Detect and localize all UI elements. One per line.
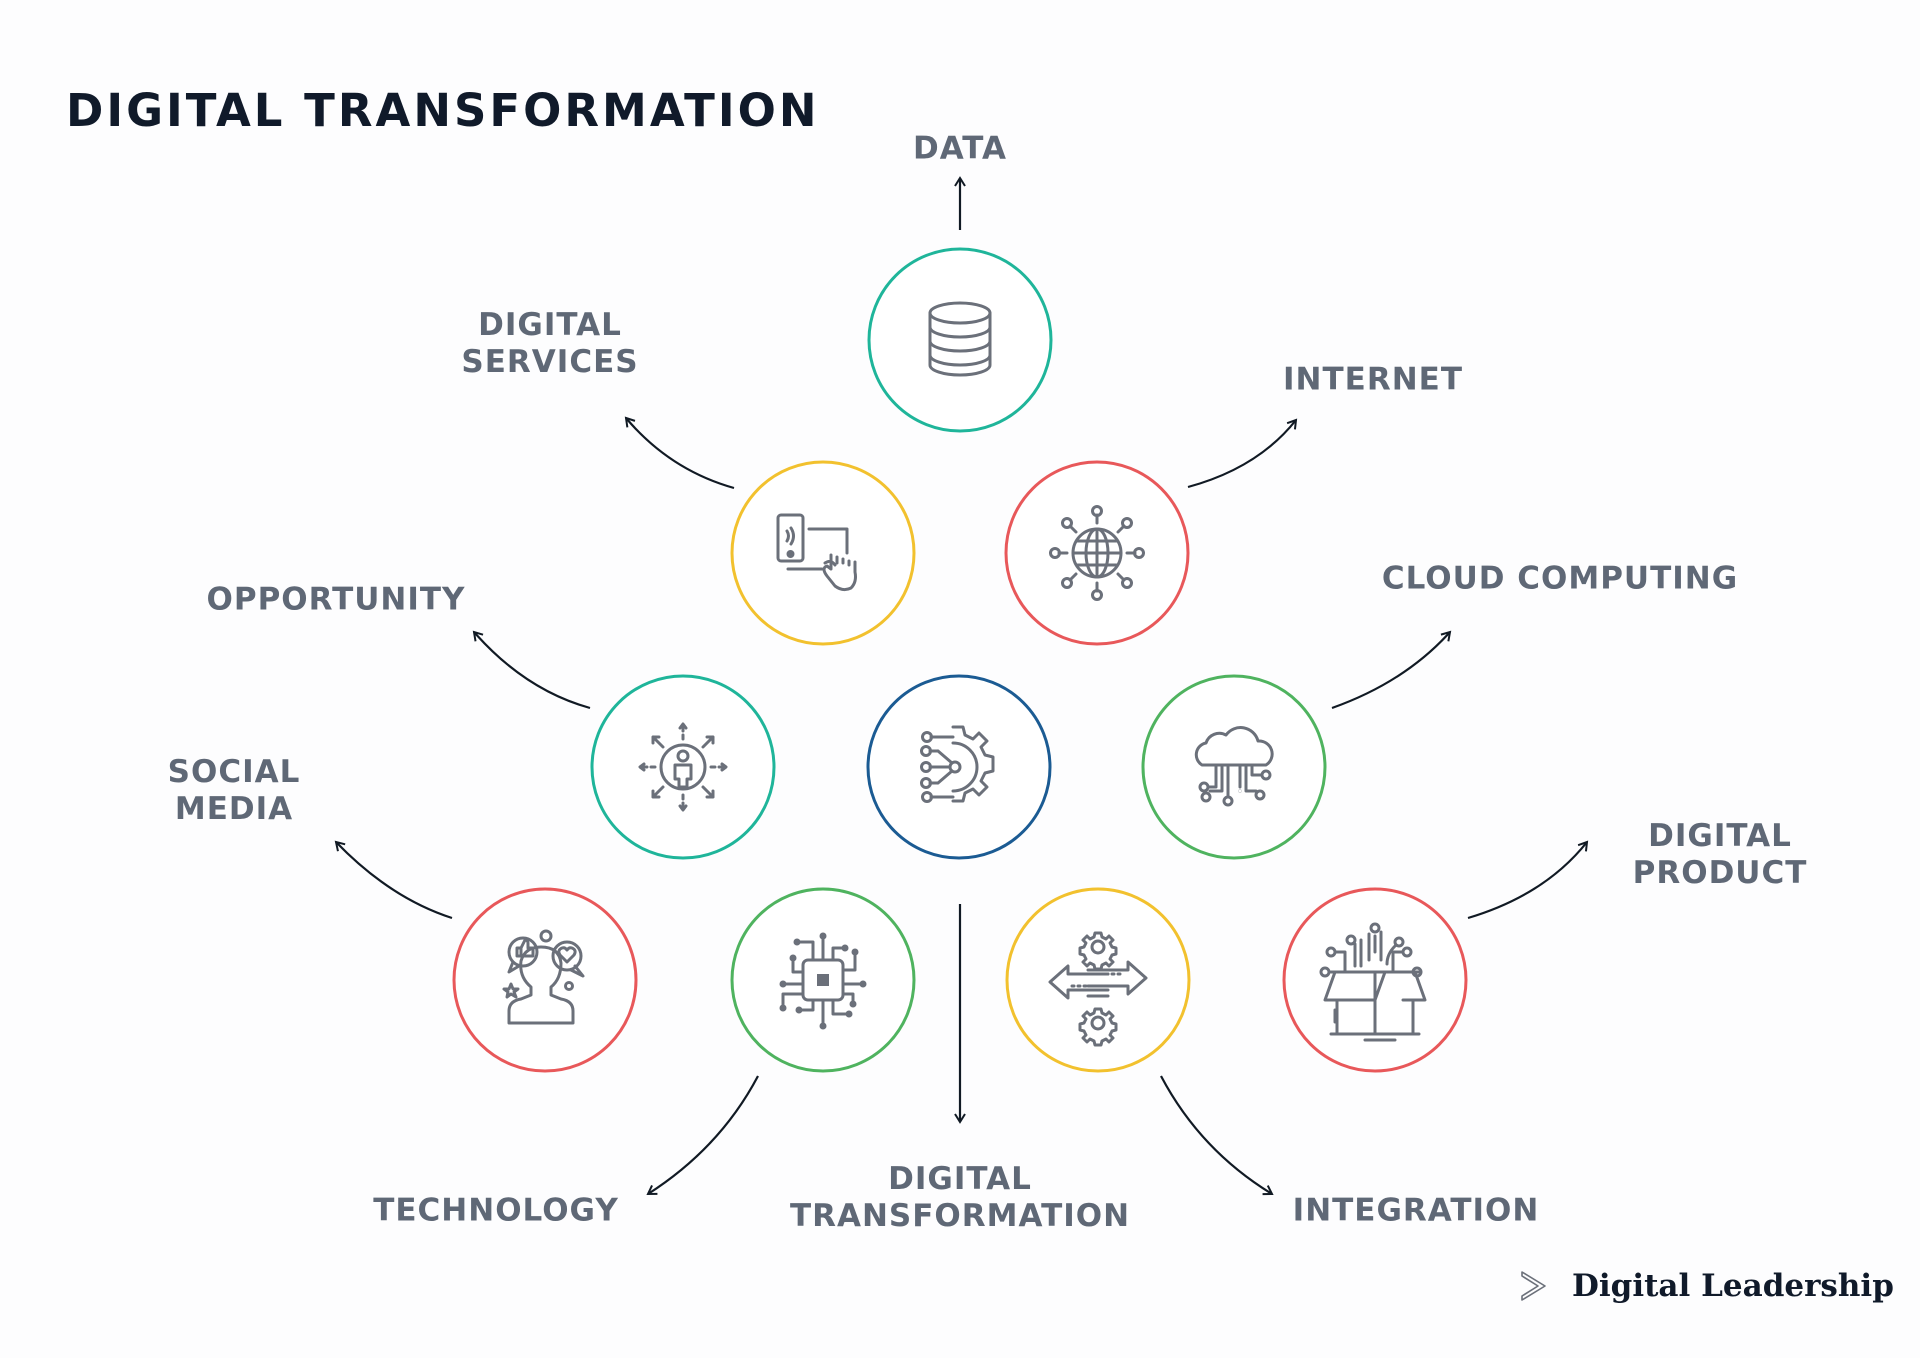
arrows: [334, 176, 1589, 1196]
open-box-circuit-icon: [1319, 922, 1427, 1042]
label-digital-transformation: DIGITAL TRANSFORMATION: [790, 1161, 1130, 1235]
page-title: DIGITAL TRANSFORMATION: [66, 84, 820, 137]
chevron-right-icon: [1521, 1271, 1546, 1301]
arrow-digital-product: [1467, 840, 1589, 920]
label-line: TRANSFORMATION: [789, 1198, 1131, 1234]
label-line: SERVICES: [461, 344, 639, 380]
arrow-integration: [1160, 1075, 1274, 1196]
arrow-cloud: [1331, 630, 1452, 710]
globe-network-icon: [1049, 505, 1145, 601]
label-social-media: SOCIAL MEDIA: [168, 754, 301, 828]
label-integration: INTEGRATION: [1292, 1192, 1540, 1229]
rings: [452, 247, 1468, 1073]
arrow-technology: [646, 1075, 759, 1196]
cloud-network-icon: [1194, 726, 1274, 807]
ring-cloud: [1141, 674, 1327, 860]
arrow-internet: [1187, 418, 1298, 489]
ring-opportunity: [590, 674, 776, 860]
label-line: SOCIAL: [167, 754, 301, 790]
person-arrows-icon: [638, 722, 728, 812]
ring-integration: [1005, 887, 1191, 1073]
database-icon: [928, 301, 992, 377]
label-line: PRODUCT: [1632, 855, 1808, 891]
ring-digital-services: [730, 460, 916, 646]
label-internet: INTERNET: [1283, 361, 1463, 398]
label-line: DIGITAL: [478, 307, 622, 343]
label-data: DATA: [912, 130, 1008, 167]
arrow-social-media: [334, 840, 453, 920]
label-digital-product: DIGITAL PRODUCT: [1633, 818, 1808, 892]
gear-circuit-icon: [920, 725, 995, 803]
arrow-digital-services: [624, 416, 735, 490]
label-line: MEDIA: [174, 791, 294, 827]
label-line: DIGITAL: [1648, 818, 1792, 854]
label-technology: TECHNOLOGY: [373, 1192, 619, 1229]
chip-icon: [779, 932, 867, 1030]
gears-exchange-icon: [1048, 931, 1148, 1047]
social-person-icon: [502, 929, 585, 1025]
label-line: DIGITAL: [888, 1161, 1032, 1197]
label-digital-services: DIGITAL SERVICES: [461, 307, 638, 381]
ring-data: [867, 247, 1053, 433]
brand-name: Digital Leadership: [1572, 1268, 1894, 1304]
arrow-opportunity: [472, 630, 591, 710]
brand-logo: Digital Leadership: [1520, 1268, 1894, 1304]
label-opportunity: OPPORTUNITY: [206, 581, 466, 618]
touch-device-icon: [776, 513, 857, 592]
label-cloud-computing: CLOUD COMPUTING: [1381, 560, 1739, 597]
ring-social-media: [452, 887, 638, 1073]
